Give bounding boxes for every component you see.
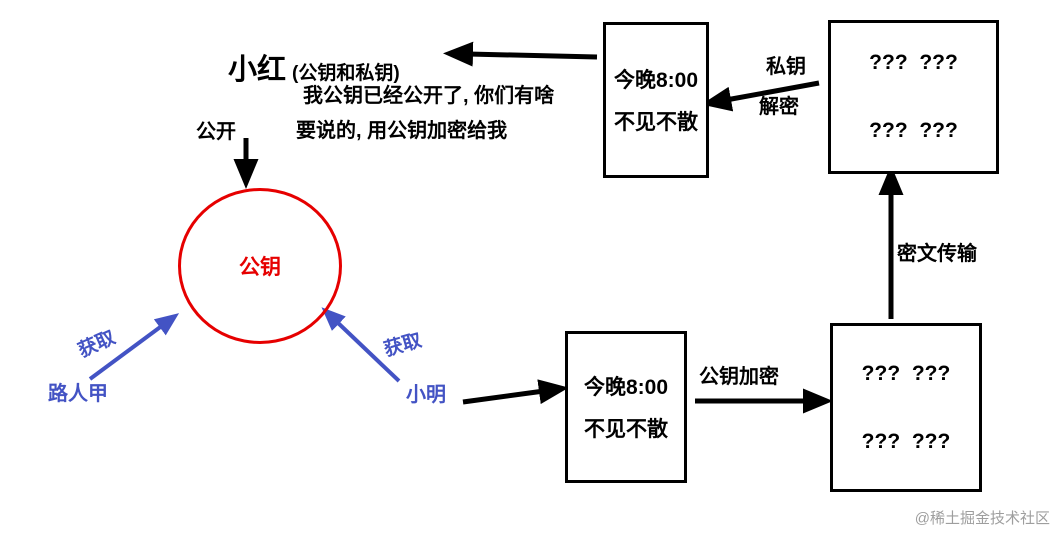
public-key-label: 公钥: [239, 256, 281, 279]
encrypt-label: 公钥加密: [699, 366, 779, 388]
actor-xiaoming-label: 小明: [406, 384, 446, 406]
decrypt-label-line2: 解密: [759, 96, 799, 118]
ciphertext-bottom-line2: ??? ???: [861, 429, 951, 453]
public-key-circle: 公钥: [178, 188, 342, 344]
obtain-right-label: 获取: [381, 330, 425, 361]
actor-xiaohong-name: 小红: [228, 54, 287, 86]
actor-passerby-label: 路人甲: [48, 383, 108, 405]
xiaohong-keypair-note: (公钥和私钥): [292, 63, 400, 84]
ciphertext-box-top: ??? ??? ??? ???: [828, 20, 999, 174]
publish-label: 公开: [196, 121, 236, 143]
plaintext-message-box-top: 今晚8:00 不见不散: [603, 22, 709, 178]
xiaohong-speech-line2: 要说的, 用公钥加密给我: [296, 120, 508, 142]
ciphertext-box-bottom: ??? ??? ??? ???: [830, 323, 982, 492]
ciphertext-top-line2: ??? ???: [869, 119, 958, 142]
plaintext-bottom-line2: 不见不散: [584, 418, 668, 441]
transfer-label: 密文传输: [897, 243, 977, 265]
ciphertext-bottom-line1: ??? ???: [861, 361, 951, 385]
plaintext-message-box-bottom: 今晚8:00 不见不散: [565, 331, 687, 483]
obtain-left-label: 获取: [75, 327, 119, 362]
xiaoming-to-message-arrow: [462, 379, 569, 405]
watermark-juejin: @稀土掘金技术社区: [914, 510, 1050, 527]
decrypted-return-arrow: [443, 41, 598, 67]
plaintext-top-line1: 今晚8:00: [613, 69, 699, 92]
plaintext-top-line2: 不见不散: [614, 111, 698, 134]
decrypt-label-line1: 私钥: [766, 56, 806, 78]
xiaohong-speech-line1: 我公钥已经公开了, 你们有啥: [303, 85, 555, 107]
plaintext-bottom-line1: 今晚8:00: [583, 376, 669, 399]
ciphertext-top-line1: ??? ???: [869, 51, 958, 74]
actor-xiaohong-row: 小红 (公钥和私钥): [228, 46, 400, 88]
